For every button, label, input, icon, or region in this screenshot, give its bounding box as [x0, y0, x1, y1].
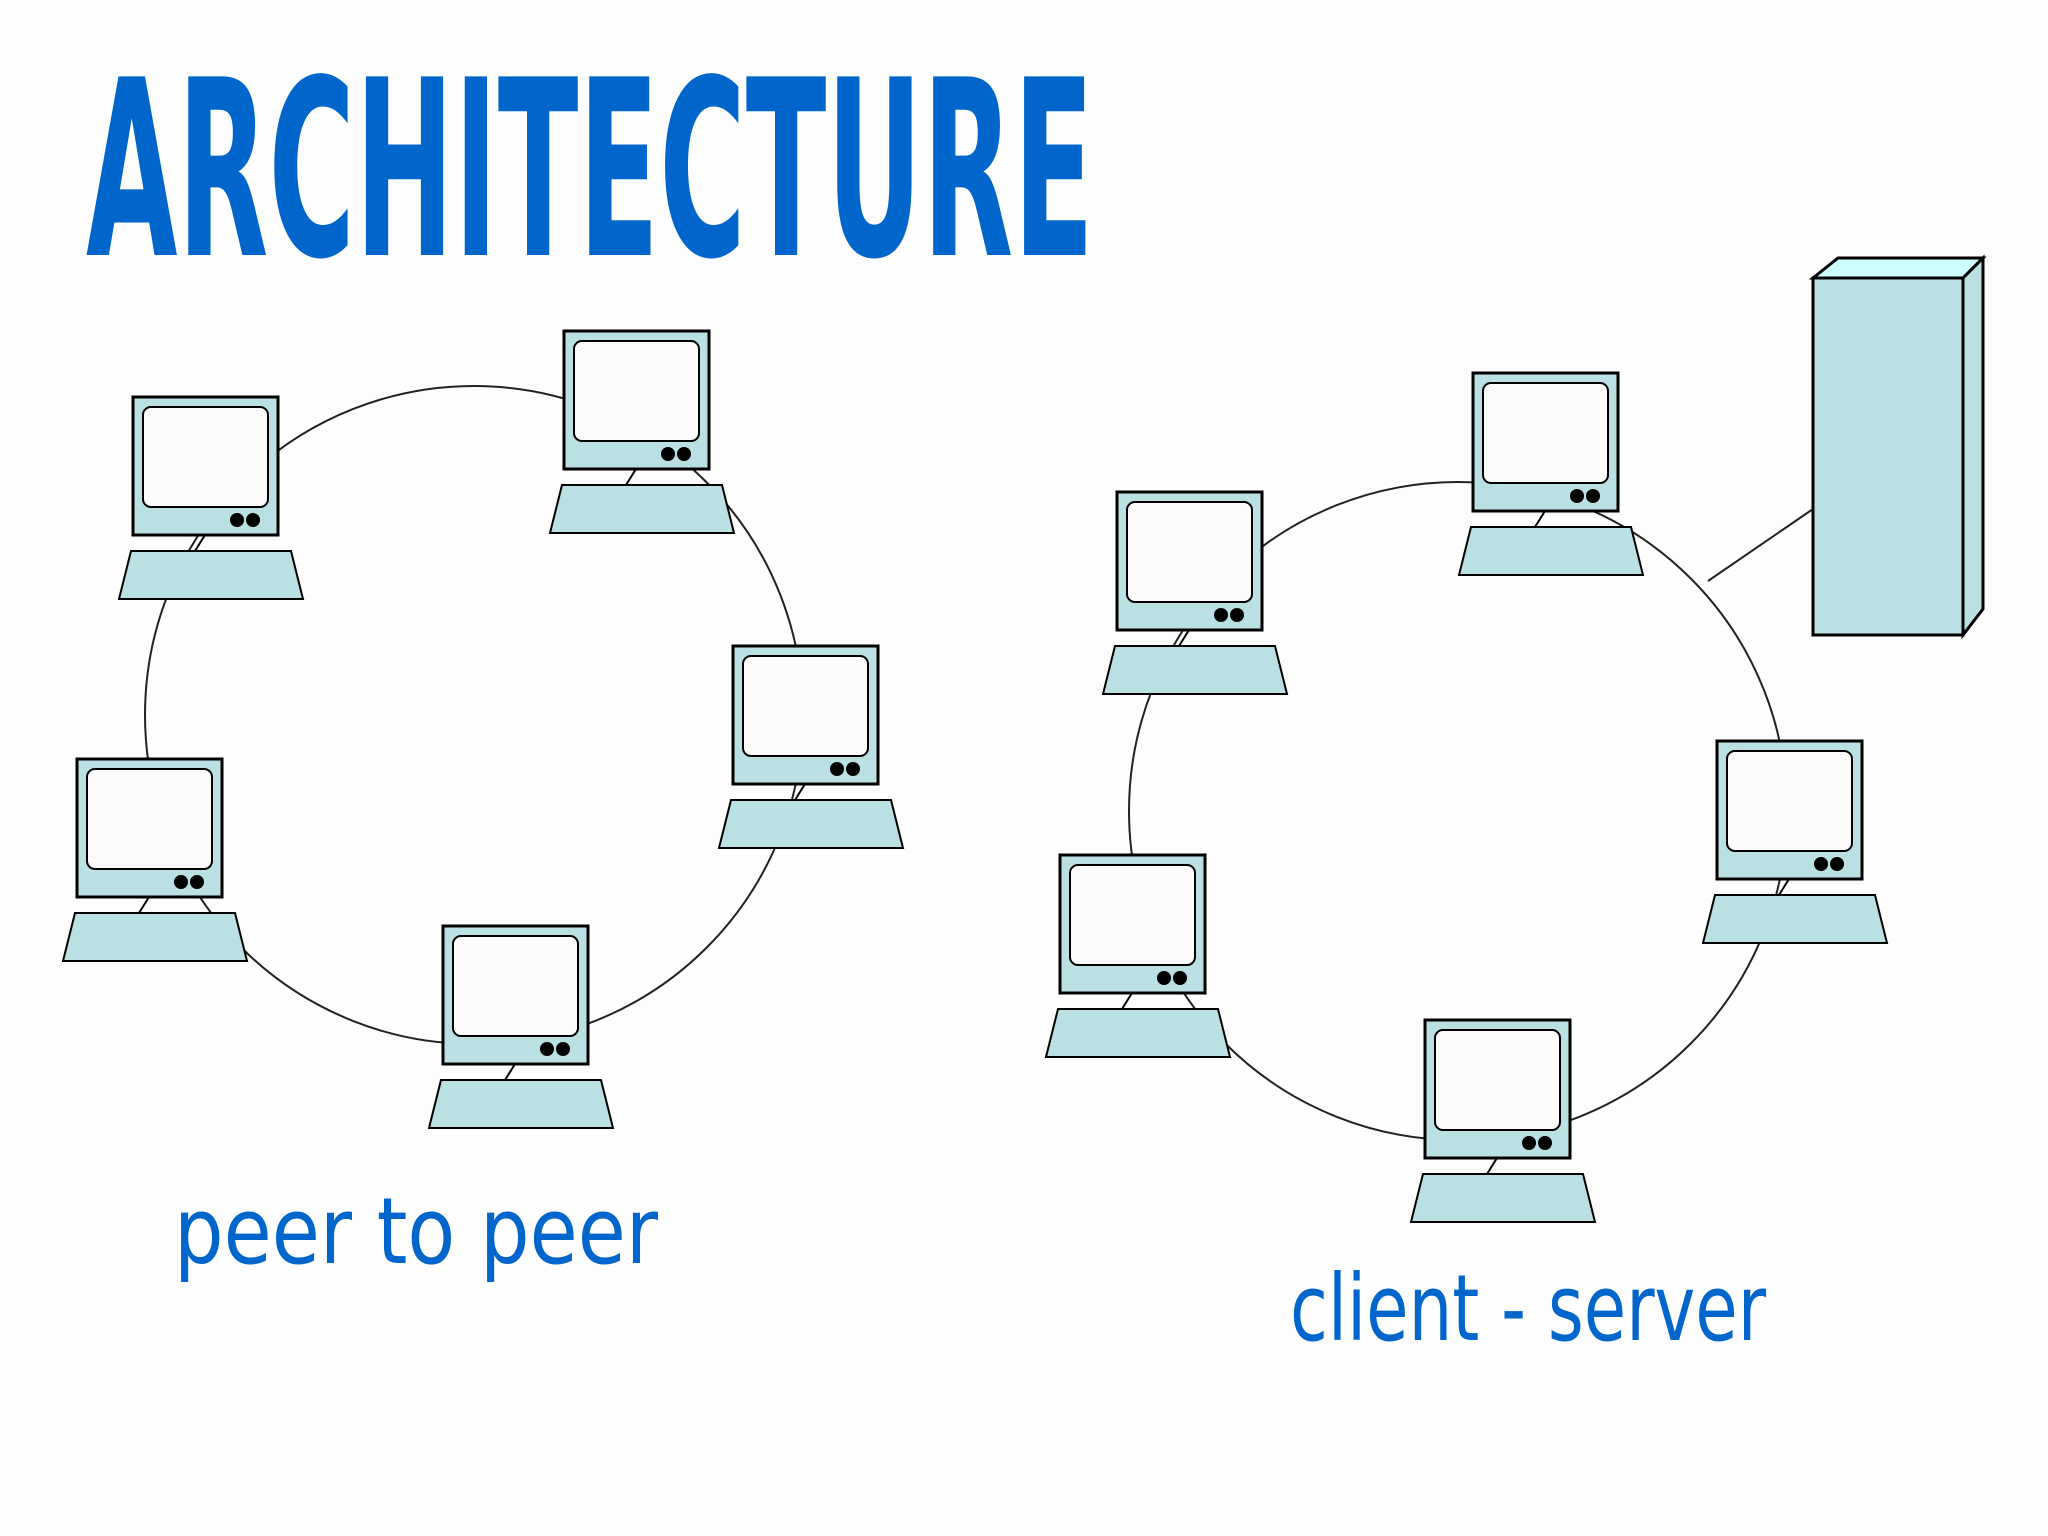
page-title: ARCHITECTURE: [86, 28, 1094, 313]
client-nodes: [1044, 371, 1889, 1223]
computer-icon: [61, 757, 249, 962]
computer-icon: [1101, 490, 1289, 695]
client-server-diagram: client - server: [1044, 254, 1987, 1362]
computer-icon: [1409, 1018, 1597, 1223]
computer-icon: [548, 329, 736, 534]
computer-icon: [1701, 739, 1889, 944]
computer-icon: [1044, 853, 1232, 1058]
computer-icon: [117, 395, 305, 600]
computer-icon: [1457, 371, 1645, 576]
peer-to-peer-caption: peer to peer: [174, 1178, 659, 1285]
server-link: [1707, 508, 1814, 582]
computer-icon: [717, 644, 905, 849]
peer-nodes: [61, 329, 905, 1129]
server-tower-icon: [1808, 254, 1987, 640]
computer-icon: [427, 924, 615, 1129]
peer-to-peer-diagram: peer to peer: [61, 329, 905, 1285]
client-server-caption: client - server: [1290, 1255, 1767, 1362]
